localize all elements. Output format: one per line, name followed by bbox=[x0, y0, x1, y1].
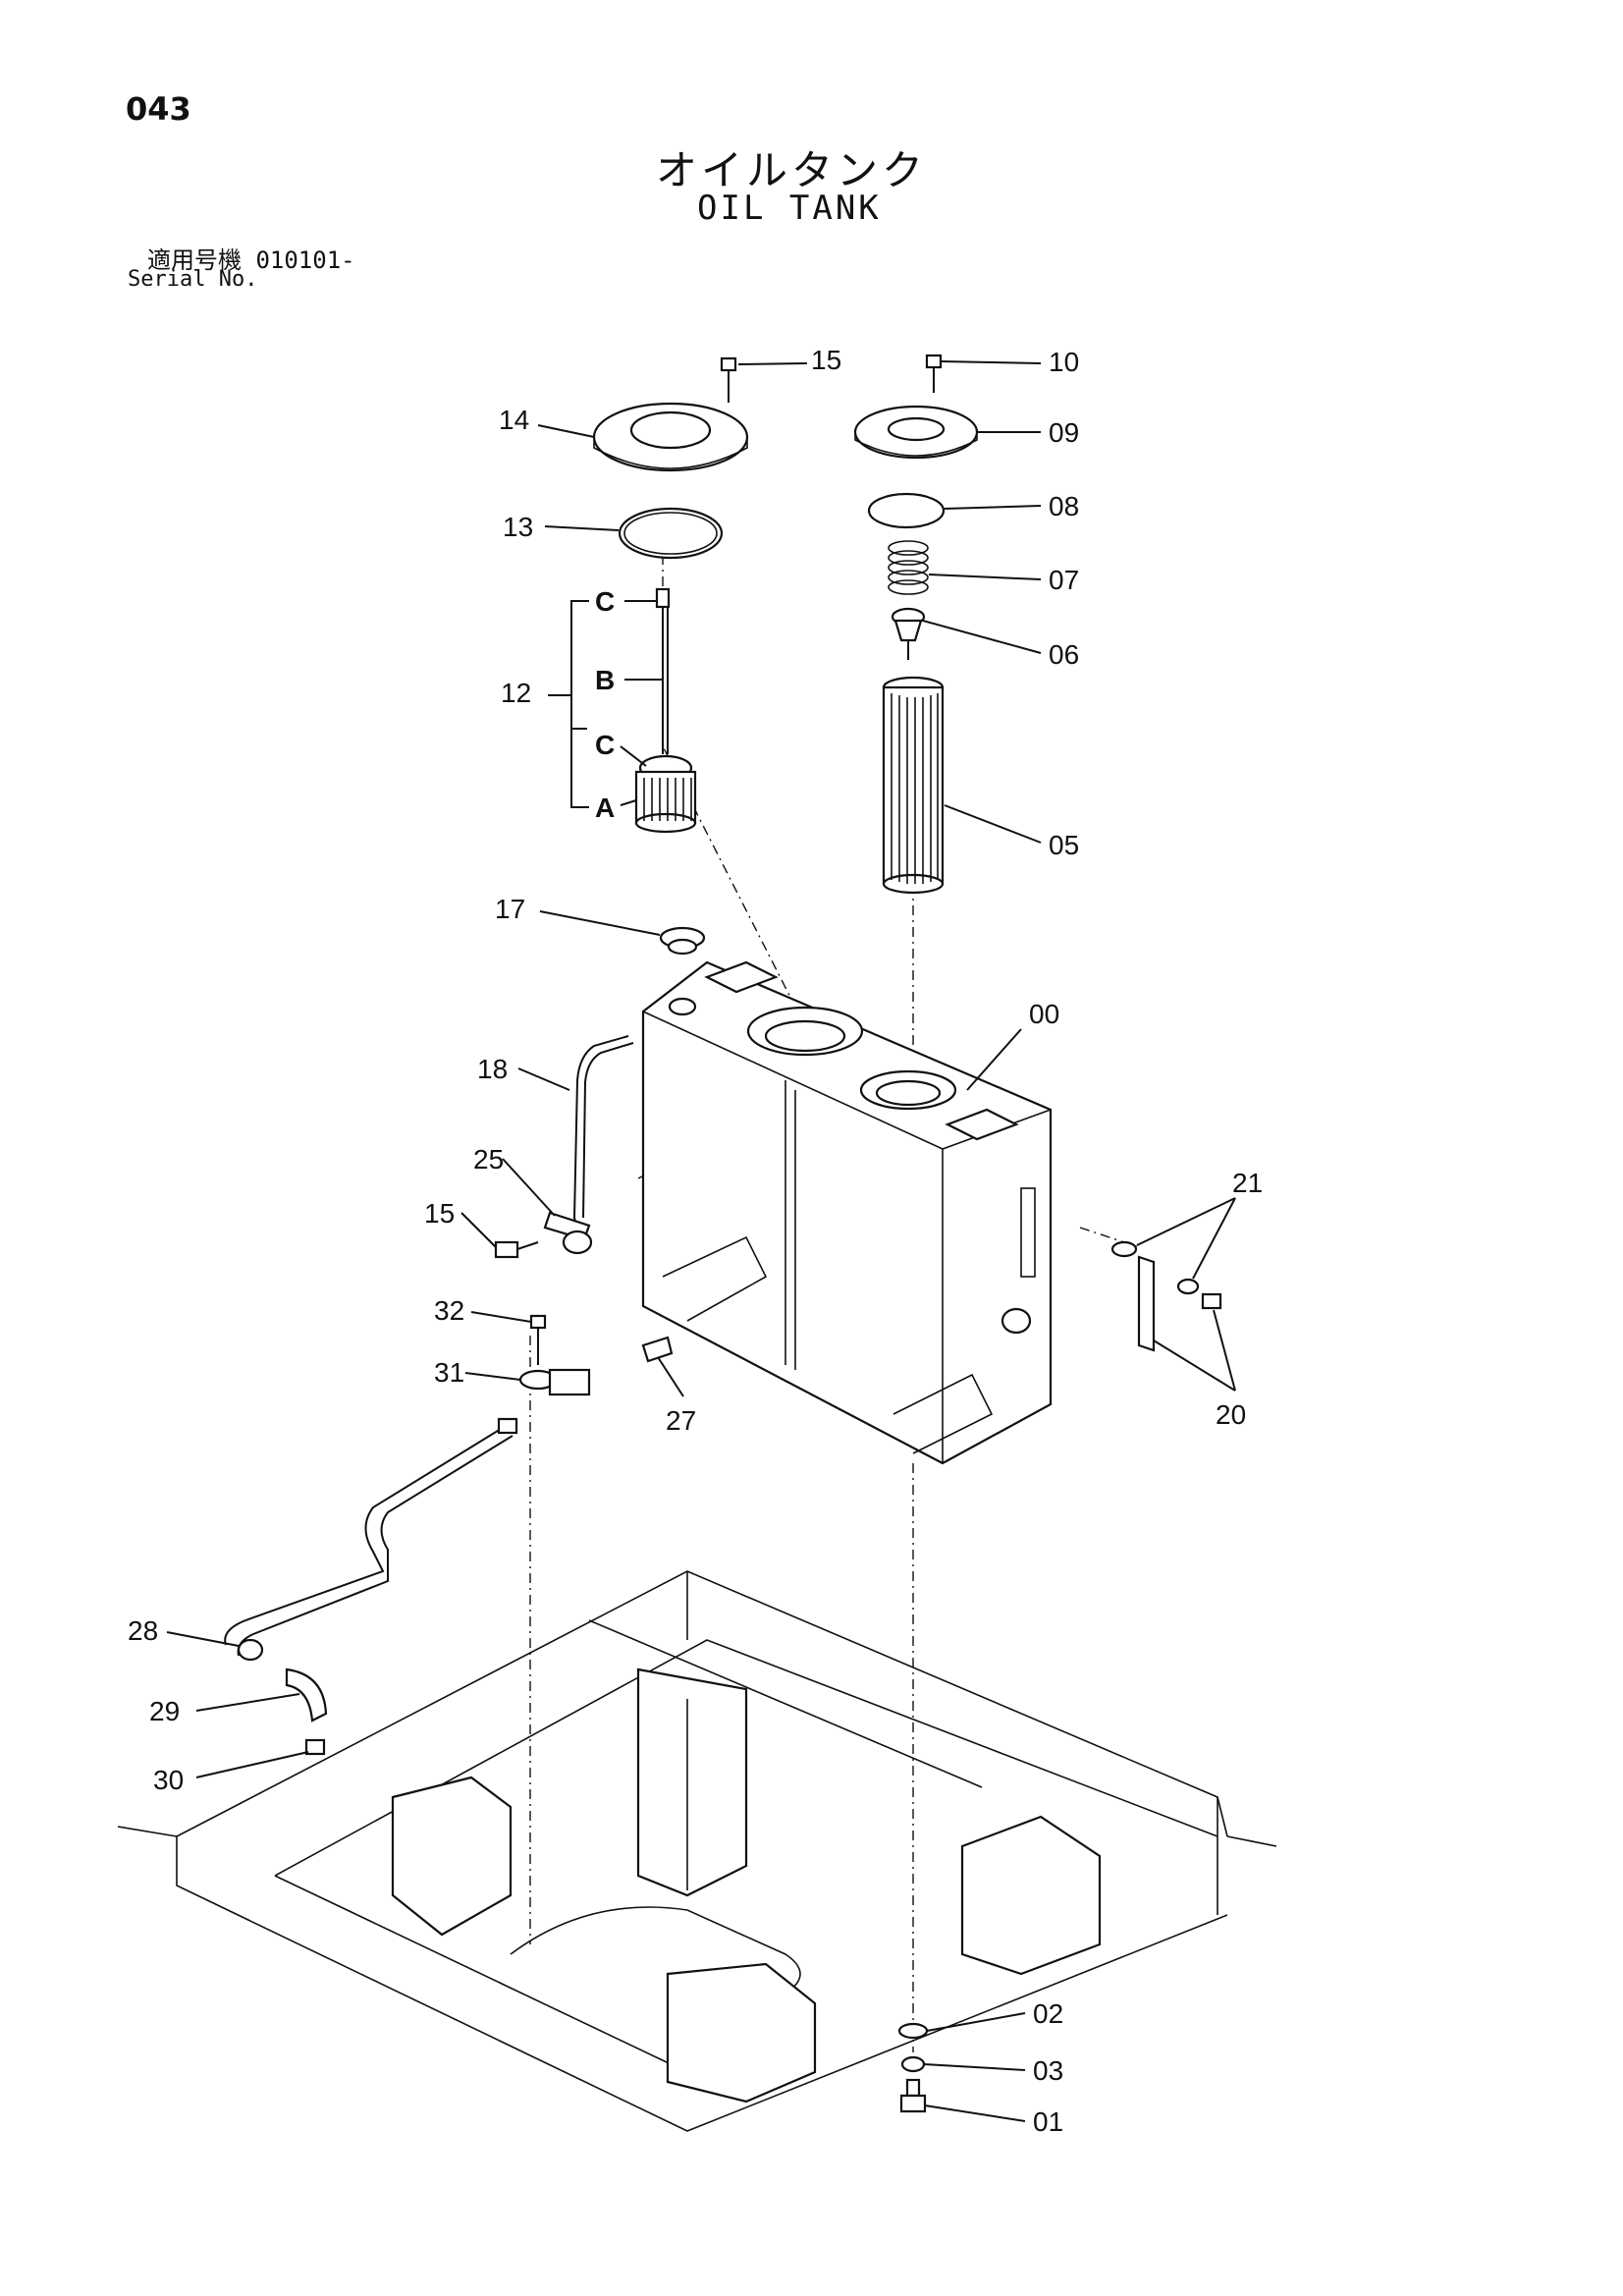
callout-sub-b: B bbox=[595, 665, 615, 695]
elbow-flange bbox=[518, 1368, 591, 1396]
callout-21: 21 bbox=[1232, 1168, 1263, 1198]
callout-07: 07 bbox=[1049, 565, 1079, 595]
leader-c2 bbox=[620, 745, 647, 767]
callout-28: 28 bbox=[128, 1615, 158, 1646]
callout-08: 08 bbox=[1049, 491, 1079, 521]
suction-hose-inner bbox=[237, 1435, 514, 1657]
callout-06: 06 bbox=[1049, 639, 1079, 670]
callout-sub-c-bottom: C bbox=[595, 730, 615, 760]
washer-03 bbox=[900, 2055, 926, 2073]
callout-32: 32 bbox=[434, 1295, 464, 1326]
bolt-top-left bbox=[720, 356, 737, 403]
o-ring-right bbox=[867, 492, 946, 529]
title-japanese: オイルタンク bbox=[656, 146, 928, 194]
filter-element bbox=[882, 676, 945, 895]
callout-01: 01 bbox=[1033, 2106, 1063, 2137]
bolt-flange bbox=[529, 1314, 547, 1365]
bolt-01 bbox=[899, 2078, 927, 2113]
suction-hose bbox=[224, 1425, 507, 1646]
cover-plate-right bbox=[853, 405, 979, 460]
hose-fitting bbox=[237, 1417, 518, 1662]
callout-30: 30 bbox=[153, 1765, 184, 1795]
clamp bbox=[543, 1211, 593, 1255]
plug-30 bbox=[304, 1738, 326, 1756]
group-bracket-12 bbox=[570, 600, 589, 808]
bolt-top-right bbox=[925, 354, 943, 393]
serial-value: 010101- bbox=[255, 246, 355, 274]
oil-tank bbox=[641, 960, 1053, 1465]
bypass-valve bbox=[891, 607, 926, 660]
callout-05: 05 bbox=[1049, 830, 1079, 860]
air-breather-cap bbox=[659, 926, 706, 1016]
outlet-fitting bbox=[641, 1336, 674, 1363]
callout-18: 18 bbox=[477, 1054, 508, 1084]
callout-15-top: 15 bbox=[811, 345, 841, 375]
callout-labels: 14 15 13 12 C B C A 10 09 08 07 06 05 00… bbox=[128, 345, 1263, 2137]
callout-27: 27 bbox=[666, 1405, 696, 1436]
serial-label-jp: 適用号機 bbox=[147, 246, 242, 274]
gauge-hose-outer bbox=[582, 1042, 634, 1219]
callout-sub-c-top: C bbox=[595, 586, 615, 617]
o-ring-left bbox=[618, 507, 724, 560]
callout-10: 10 bbox=[1049, 347, 1079, 377]
callout-09: 09 bbox=[1049, 417, 1079, 448]
cover-plate-left bbox=[592, 402, 749, 472]
serial-applicability: 適用号機 010101- bbox=[147, 241, 355, 275]
callout-14: 14 bbox=[499, 405, 529, 435]
callout-13: 13 bbox=[503, 512, 533, 542]
callout-12: 12 bbox=[501, 678, 531, 708]
callout-17: 17 bbox=[495, 894, 525, 924]
title-english: OIL TANK bbox=[697, 189, 882, 228]
callout-sub-a: A bbox=[595, 793, 615, 823]
o-ring-left-inner bbox=[623, 512, 718, 555]
callout-15-clamp: 15 bbox=[424, 1198, 455, 1229]
gauge-hose bbox=[572, 1035, 629, 1238]
leader-a bbox=[620, 799, 637, 806]
callout-31: 31 bbox=[434, 1357, 464, 1388]
serial-label-en: Serial No. bbox=[128, 267, 258, 292]
elbow-29 bbox=[285, 1667, 328, 1722]
strainer-assembly bbox=[634, 587, 697, 834]
callout-03: 03 bbox=[1033, 2055, 1063, 2086]
side-strap bbox=[1110, 1240, 1222, 1352]
callout-29: 29 bbox=[149, 1696, 180, 1726]
base-frame bbox=[117, 1570, 1277, 2132]
leader-lines bbox=[166, 360, 1236, 2122]
callout-20: 20 bbox=[1216, 1399, 1246, 1430]
washer-02 bbox=[897, 2022, 929, 2040]
page-number: 043 bbox=[126, 90, 191, 128]
callout-25: 25 bbox=[473, 1144, 504, 1175]
bolt-clamp bbox=[494, 1240, 539, 1259]
spring bbox=[888, 540, 929, 595]
callout-00: 00 bbox=[1029, 999, 1059, 1029]
callout-02: 02 bbox=[1033, 1998, 1063, 2029]
